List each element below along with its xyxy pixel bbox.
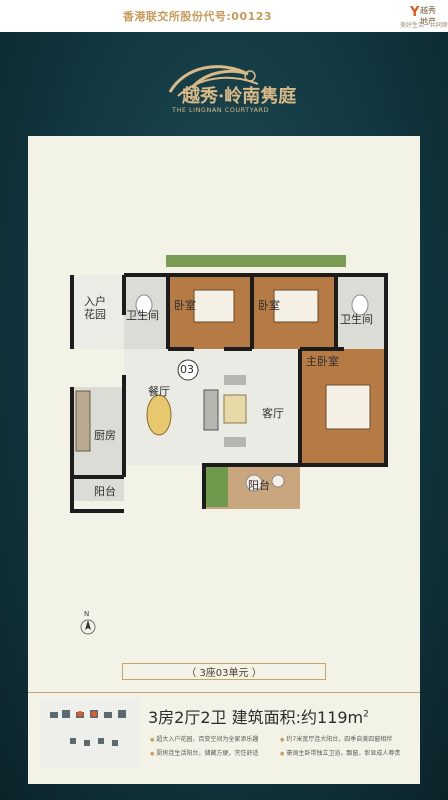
room-bathroom-left: 卫生间 (126, 309, 159, 322)
project-logo: 越秀·岭南隽庭 THE LINGNAN COURTYARD (150, 58, 300, 128)
stock-code: 香港联交所股份代号:00123 (122, 10, 273, 23)
brand-tagline: 美好生活 · 共同缔造 (400, 22, 448, 29)
unit-label: （ 3座03单元 ） (186, 668, 262, 679)
site-map-drawing (40, 698, 140, 768)
divider (28, 692, 420, 693)
room-entry-garden: 入户 花园 (84, 295, 106, 321)
wave-emblem-icon (168, 65, 259, 97)
floor-plan-drawing (70, 255, 388, 513)
room-balcony-kitchen: 阳台 (94, 485, 116, 498)
floor-plan: 03 入户 花园 卫生间 卧室 卧室 卫生间 主卧室 餐厅 客厅 厨房 阳台 阳… (44, 255, 414, 515)
compass-arrow-icon (80, 619, 96, 635)
top-bar: 香港联交所股份代号:00123 Y 越秀地产 美好生活 · 共同缔造 (0, 0, 448, 32)
feature-item: 厨房连生活阳台，储藏方便，烹饪舒适 (150, 748, 258, 757)
project-name: 越秀·岭南隽庭 (182, 86, 297, 107)
brand-name: 越秀地产 (420, 6, 436, 26)
unit-summary-sup: 2 (363, 709, 369, 720)
brand-mark-icon: Y (410, 5, 420, 20)
feature-item: 约7米宽厅连大阳台，四季自美四窗相伴 (280, 734, 392, 743)
unit-label-box: （ 3座03单元 ） (122, 663, 326, 680)
room-bedroom-2: 卧室 (258, 299, 280, 312)
room-master-bedroom: 主卧室 (306, 355, 339, 368)
room-dining: 餐厅 (148, 385, 170, 398)
unit-summary: 3房2厅2卫 建筑面积:约119m2 (148, 704, 369, 728)
compass-north-label: N (84, 610, 90, 618)
compass: N (80, 610, 96, 636)
project-english-name: THE LINGNAN COURTYARD (172, 106, 270, 114)
site-map (40, 698, 140, 768)
room-kitchen: 厨房 (94, 429, 116, 442)
room-bathroom-right: 卫生间 (340, 313, 373, 326)
unit-label-frame (122, 663, 326, 680)
room-bedroom-1: 卧室 (174, 299, 196, 312)
feature-item: 豪阔主卧带独立卫浴，飘窗，彰显成人尊贵 (280, 748, 400, 757)
unit-summary-main: 3房2厅2卫 建筑面积:约119m (148, 708, 364, 727)
room-balcony-living: 阳台 (248, 479, 270, 492)
room-living: 客厅 (262, 407, 284, 420)
unit-number: 03 (180, 363, 194, 376)
brand-logo: Y 越秀地产 美好生活 · 共同缔造 (398, 3, 448, 29)
feature-item: 超大入户花园，百变空间为全家添乐趣 (150, 734, 258, 743)
